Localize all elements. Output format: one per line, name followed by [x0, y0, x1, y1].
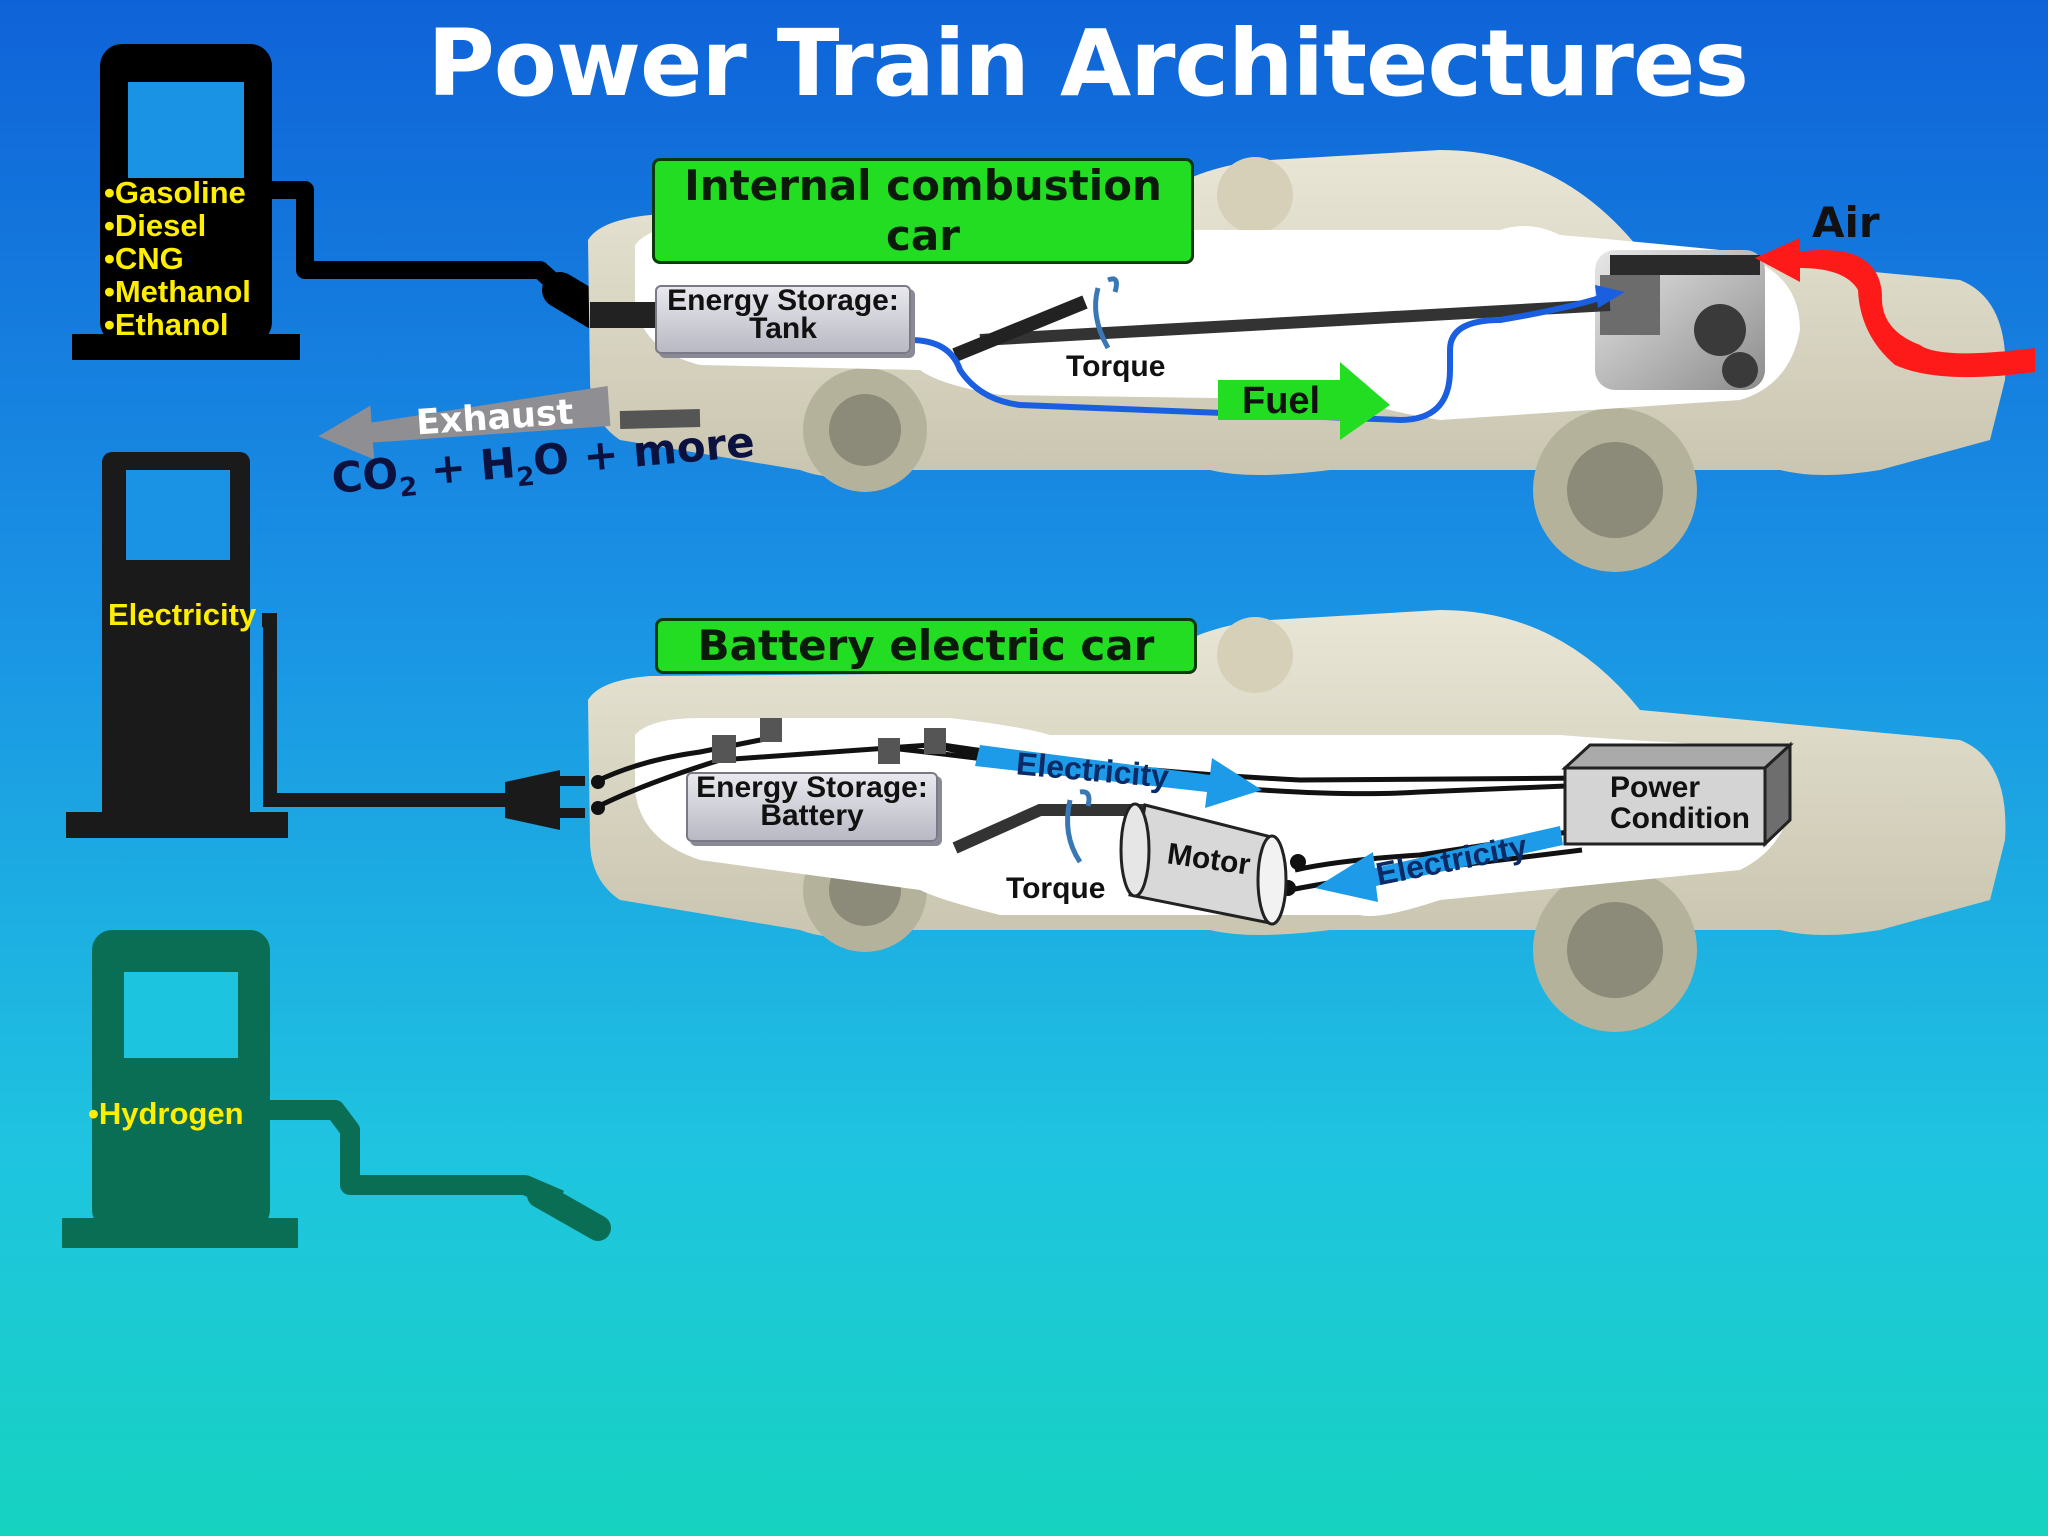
engine-icon: [1595, 250, 1765, 390]
exhaust-pipe: [619, 409, 701, 429]
fuel-item: •Ethanol: [104, 307, 229, 342]
fuel-item: •Gasoline: [104, 175, 246, 210]
electricity-arrow-bottom: [1315, 826, 1563, 902]
page-title: Power Train Architectures: [427, 10, 1749, 117]
axle-stub: [952, 295, 1088, 362]
motor-icon: [1119, 802, 1288, 926]
storage-title: Energy Storage:: [696, 771, 928, 804]
fuel-label: Fuel: [1242, 380, 1321, 422]
air-arrow: [1755, 238, 2035, 378]
hydrogen-pump-label: •Hydrogen: [88, 1096, 244, 1131]
electricity-pump-label: Electricity: [108, 597, 257, 632]
bev-car-illustration: [588, 610, 2006, 1032]
air-label: Air: [1812, 198, 1880, 247]
fossil-fuel-list: •Gasoline •Diesel •CNG •Methanol •Ethano…: [104, 176, 251, 341]
ice-car-label: Internal combustion car: [652, 158, 1194, 264]
power-conditioner-box-icon: [1561, 741, 1794, 848]
battery-terminal-posts: [712, 718, 946, 764]
fuel-line-arrowhead: [1595, 285, 1625, 308]
fuel-item: •Methanol: [104, 274, 251, 309]
storage-title: Energy Storage:: [667, 284, 899, 317]
power-condition-label: Power Condition: [1610, 771, 1750, 835]
fuel-item: •Diesel: [104, 208, 207, 243]
storage-type: Tank: [749, 312, 817, 345]
bev-car-label: Battery electric car: [655, 618, 1197, 674]
axle-stub: [952, 804, 1145, 854]
electricity-pump-icon: [66, 452, 585, 838]
tank-storage-box: Energy Storage: Tank: [655, 285, 911, 354]
ice-torque-label: Torque: [1066, 350, 1166, 383]
storage-type: Battery: [760, 799, 864, 832]
exhaust-arrow: [318, 386, 611, 460]
torque-rotation-icon: [1065, 789, 1092, 864]
fuel-arrow: [1218, 362, 1390, 440]
bev-torque-label: Torque: [1006, 872, 1106, 905]
drive-shaft: [979, 299, 1611, 346]
electricity-arrow-top: [975, 745, 1262, 808]
torque-rotation-icon: [1093, 276, 1119, 350]
battery-storage-box: Energy Storage: Battery: [686, 772, 938, 842]
fuel-line: [909, 295, 1601, 424]
hydrogen-pump-icon: [62, 930, 611, 1248]
fuel-item: •CNG: [104, 241, 184, 276]
